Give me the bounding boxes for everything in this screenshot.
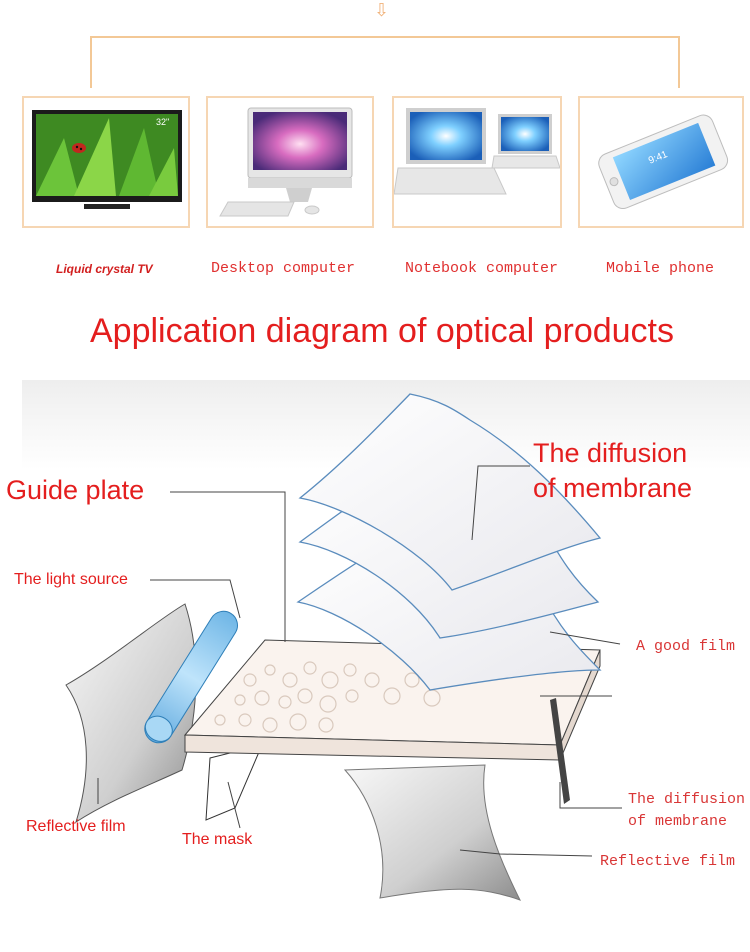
label-reflective-film-right: Reflective film [600, 853, 736, 870]
label-desktop-computer: Desktop computer [211, 260, 356, 277]
desktop-computer-icon [219, 107, 353, 217]
tv-card: 32" [22, 96, 190, 228]
backlight-diagram [22, 380, 750, 901]
mobile-phone-icon: 9:41 [598, 114, 729, 210]
top-diffusion-film [298, 393, 602, 591]
label-good-film: A good film [636, 638, 736, 655]
label-diffusion-top-2: of membrane [533, 473, 693, 503]
label-diffusion-top-1: The diffusion [533, 438, 688, 468]
tv-size-text: 32" [156, 117, 169, 127]
down-arrow-icon: ⇩ [374, 0, 390, 21]
tv-icon: 32" [32, 110, 182, 209]
light-source-tube [144, 610, 238, 744]
right-reflective-strip [550, 698, 570, 804]
left-reflective-film [65, 603, 197, 824]
label-reflective-film-left: Reflective film [26, 818, 126, 835]
phone-card: 9:41 [578, 96, 744, 228]
mask-sheet [205, 744, 263, 821]
label-light-source: The light source [14, 571, 128, 588]
label-diffusion-right-1: The diffusion [628, 791, 746, 808]
laptop-icon [394, 108, 560, 195]
bottom-reflective-sheet [343, 764, 521, 901]
label-mobile-phone: Mobile phone [606, 260, 715, 277]
leader-lines [97, 465, 622, 857]
label-guide-plate: Guide plate [6, 475, 145, 505]
desktop-card [206, 96, 374, 228]
label-liquid-crystal-tv: Liquid crystal TV [56, 262, 153, 276]
label-diffusion-right-2: of membrane [628, 813, 728, 830]
notebook-card [392, 96, 562, 228]
guide-plate-dots [214, 661, 441, 733]
page-title: Application diagram of optical products [90, 312, 674, 350]
label-notebook-computer: Notebook computer [405, 260, 559, 277]
label-mask: The mask [182, 831, 253, 848]
connector-bracket [90, 36, 680, 88]
